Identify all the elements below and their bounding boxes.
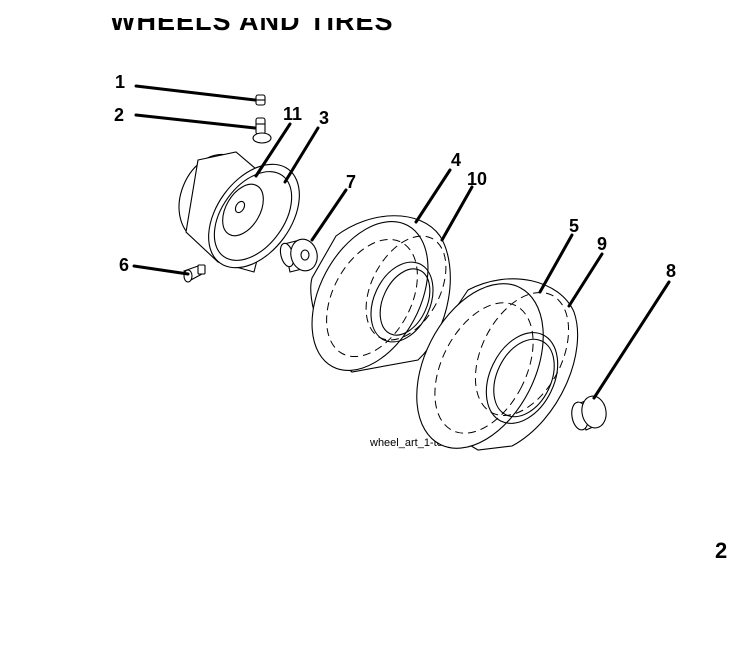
leader-line-6 [132, 264, 190, 276]
callout-5: 5 [569, 216, 579, 236]
callout-1: 1 [115, 72, 125, 92]
leader-line-10 [440, 185, 474, 242]
part-4-front-tire [310, 215, 451, 373]
art-reference-label: wheel_art_1-tex [370, 437, 449, 449]
part-2-valve-stem [252, 117, 272, 144]
part-5-rear-tire [416, 278, 579, 451]
leader-line-8 [592, 280, 671, 400]
callout-4: 4 [451, 150, 461, 170]
diagram-title: WHEELS AND TIRES [110, 6, 394, 36]
callout-6: 6 [119, 255, 129, 275]
callout-11: 11 [283, 104, 302, 124]
callout-3: 3 [319, 108, 329, 128]
callout-9: 9 [597, 234, 607, 254]
part-1-cap [255, 94, 266, 106]
leader-line-7 [310, 188, 348, 242]
callout-10: 10 [467, 169, 487, 189]
part-7-bushing [279, 238, 318, 273]
callout-2: 2 [114, 105, 124, 125]
callout-7: 7 [346, 172, 356, 192]
leader-line-1 [134, 84, 257, 102]
part-3-wheel-rim [178, 151, 300, 273]
leader-line-3 [283, 126, 320, 184]
leader-line-11 [254, 122, 292, 178]
leader-line-2 [134, 113, 257, 130]
page-number: 2 [715, 538, 728, 563]
leader-line-5 [538, 233, 574, 294]
part-8-hub-cap [571, 395, 607, 431]
callout-8: 8 [666, 261, 676, 281]
leader-line-9 [567, 252, 604, 308]
leader-line-4 [414, 168, 452, 224]
